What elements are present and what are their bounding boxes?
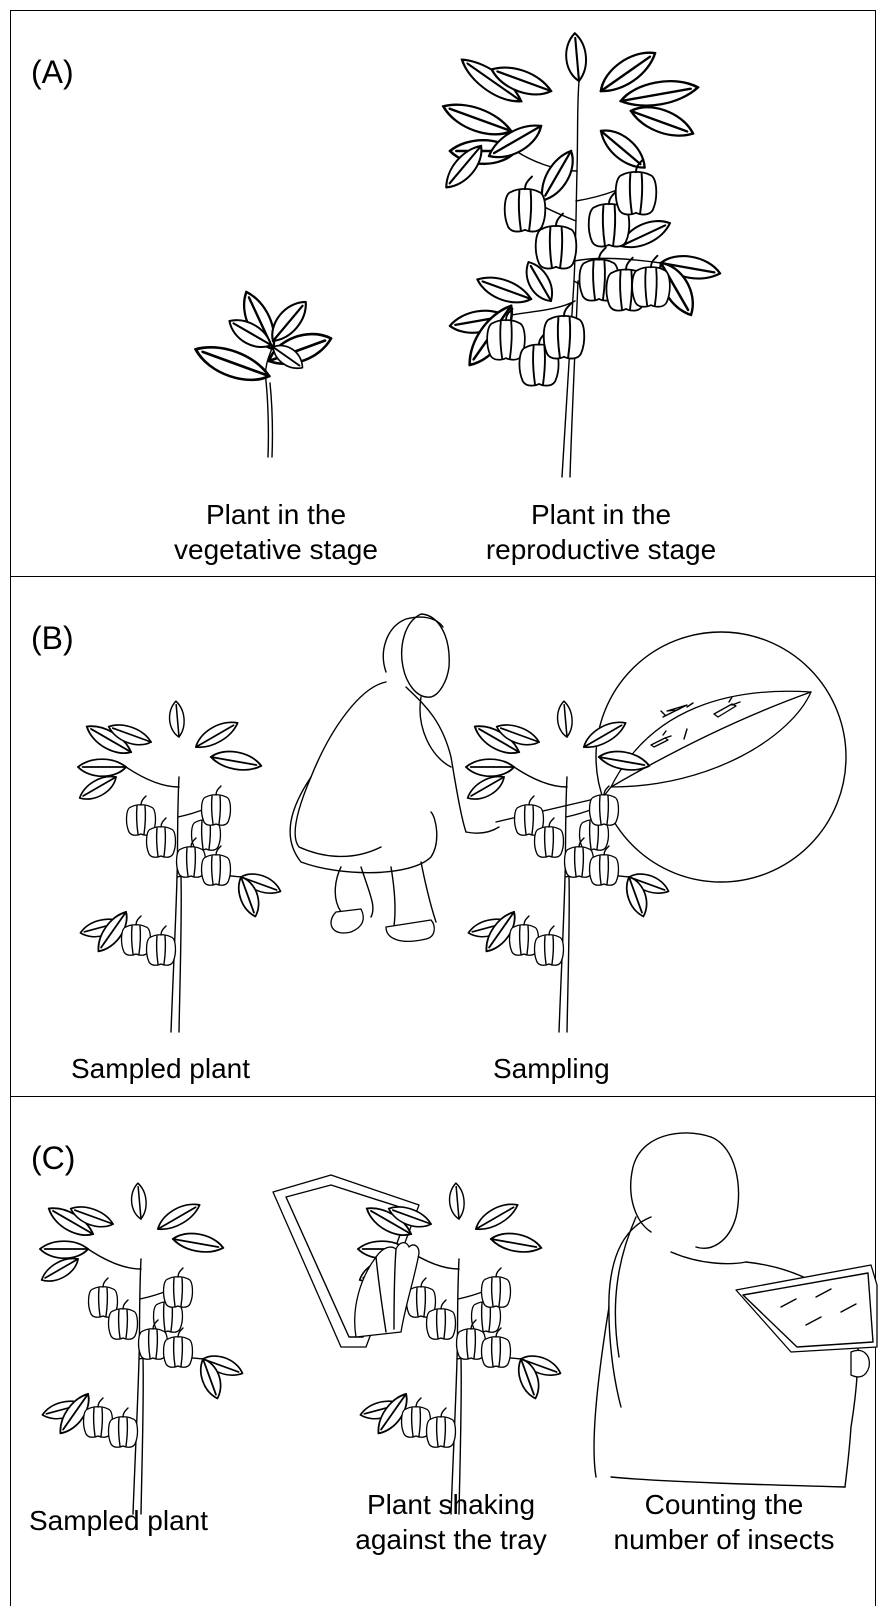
caption-counting-line1: Counting the	[589, 1487, 859, 1522]
caption-shaking-line1: Plant shaking	[321, 1487, 581, 1522]
sampling-illustration	[11, 577, 877, 1097]
caption-vegetative-line2: vegetative stage	[161, 532, 391, 567]
caption-reproductive-line2: reproductive stage	[476, 532, 726, 567]
crouching-person	[290, 614, 499, 941]
counting-tray	[736, 1265, 877, 1352]
caption-vegetative-line1: Plant in the	[161, 497, 391, 532]
caption-sampled-plant-b: Sampled plant	[71, 1051, 250, 1086]
reproductive-plant-illustration	[11, 11, 877, 578]
caption-sampling: Sampling	[493, 1051, 610, 1086]
caption-reproductive-line1: Plant in the	[476, 497, 726, 532]
caption-plant-shaking: Plant shaking against the tray	[321, 1487, 581, 1557]
caption-sampled-plant-c: Sampled plant	[29, 1503, 208, 1538]
caption-vegetative-stage: Plant in the vegetative stage	[161, 497, 391, 567]
panel-b: (B)	[10, 577, 876, 1097]
caption-counting-line2: number of insects	[589, 1522, 859, 1557]
panel-a: (A)	[10, 10, 876, 577]
caption-counting-insects: Counting the number of insects	[589, 1487, 859, 1557]
reproductive-plant	[439, 32, 722, 477]
caption-reproductive-stage: Plant in the reproductive stage	[476, 497, 726, 567]
caption-shaking-line2: against the tray	[321, 1522, 581, 1557]
panel-c: (C)	[10, 1097, 876, 1606]
holding-hand	[851, 1350, 869, 1376]
